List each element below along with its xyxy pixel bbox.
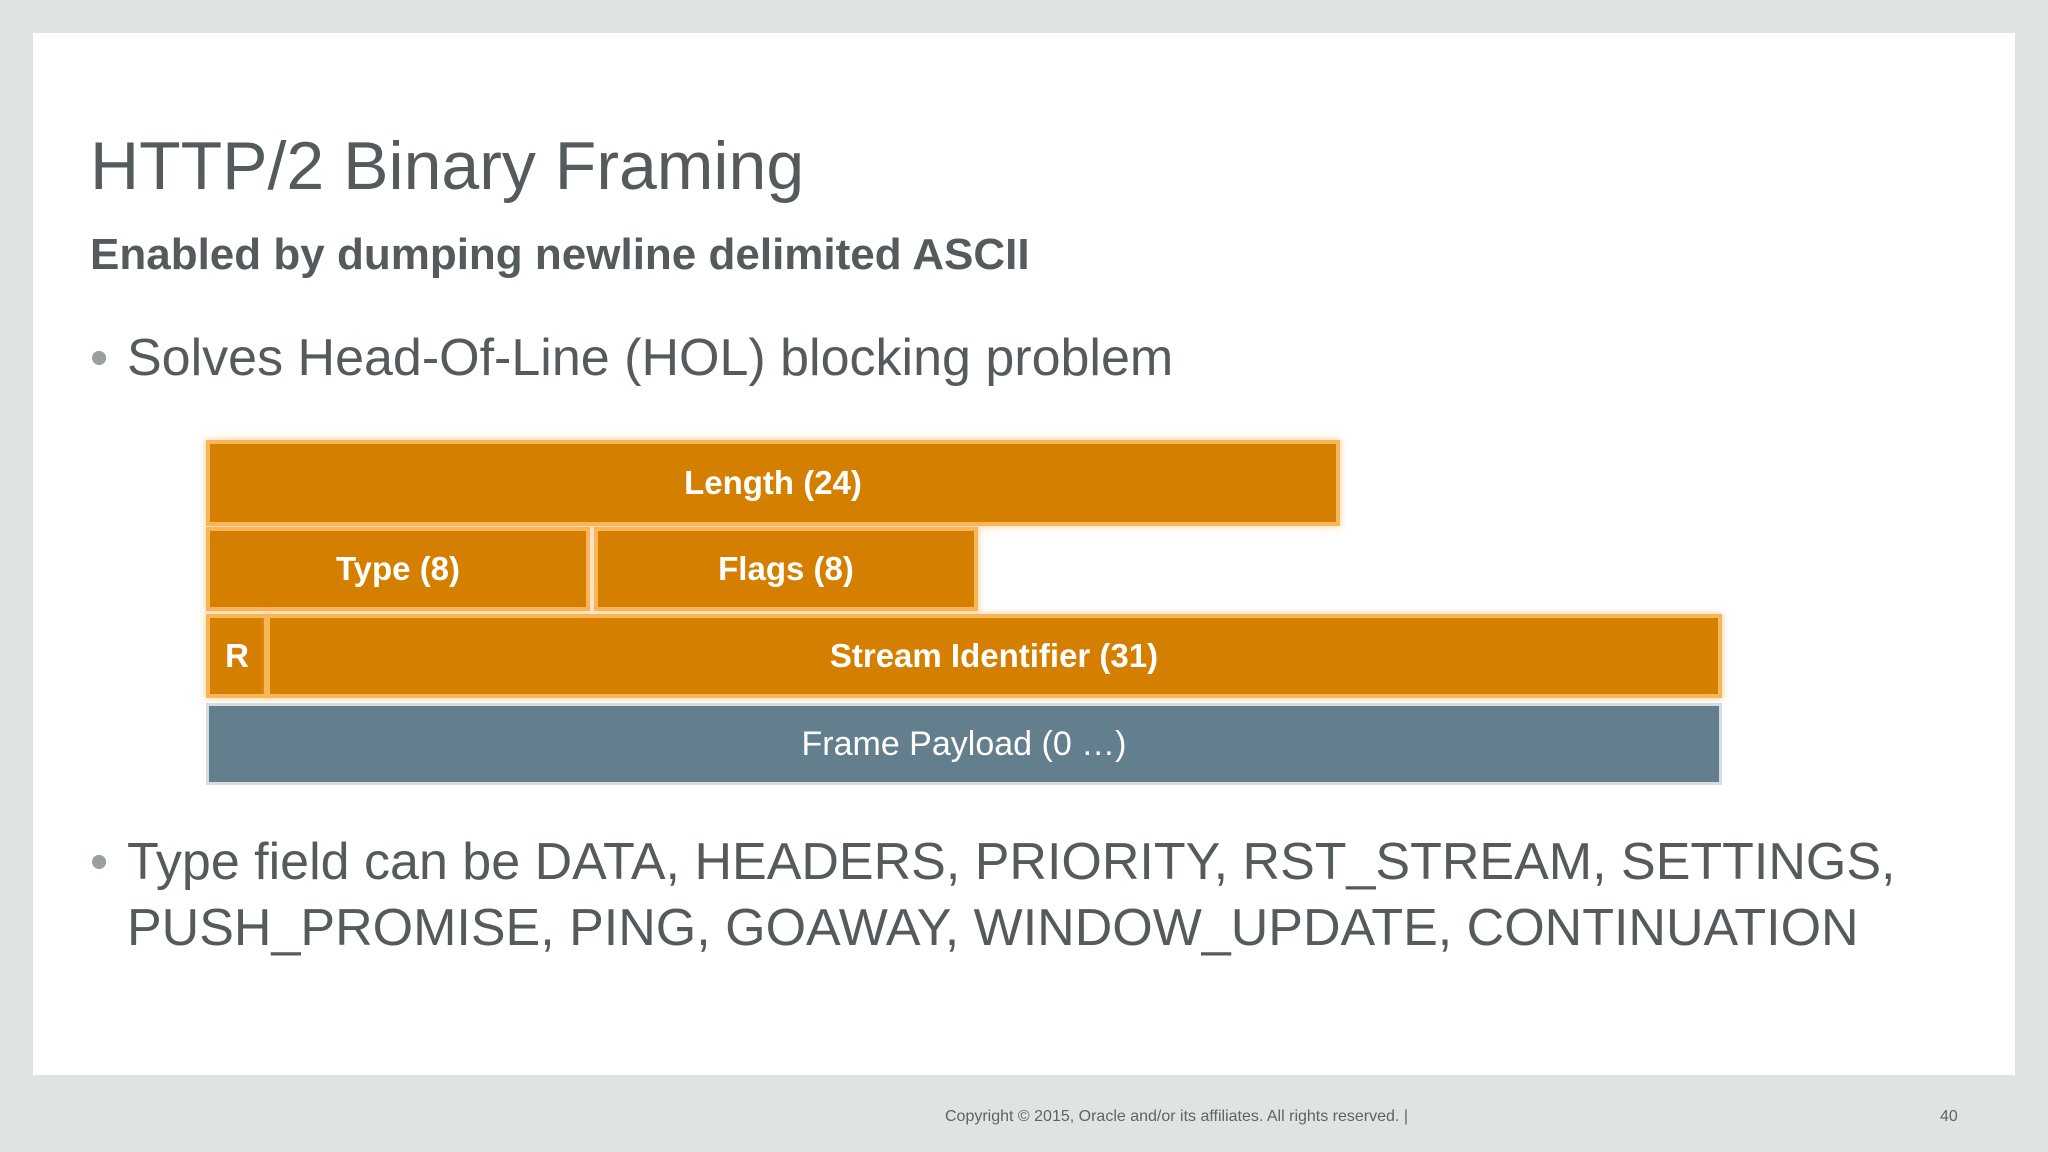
flags-field: Flags (8) [594,527,978,611]
bullet-marker: • [90,833,109,891]
bullet-text-line-2: PUSH_PROMISE, PING, GOAWAY, WINDOW_UPDAT… [127,899,1859,957]
length-field: Length (24) [206,440,1340,526]
slide-subtitle: Enabled by dumping newline delimited ASC… [90,230,1030,279]
bullet-text: Solves Head-Of-Line (HOL) blocking probl… [127,329,1174,387]
slide-title: HTTP/2 Binary Framing [90,128,805,204]
reserved-bit-field: R [206,614,268,698]
frame-payload-field: Frame Payload (0 …) [206,703,1722,785]
bullet-marker: • [90,329,109,387]
type-field: Type (8) [206,527,590,611]
bullet-text: Type field can be DATA, HEADERS, PRIORIT… [127,829,1895,961]
footer-copyright: Copyright © 2015, Oracle and/or its affi… [945,1108,1408,1125]
page-number: 40 [1940,1108,1958,1125]
bullet-text-line-1: Type field can be DATA, HEADERS, PRIORIT… [127,833,1896,891]
stream-identifier-field: Stream Identifier (31) [266,614,1722,698]
